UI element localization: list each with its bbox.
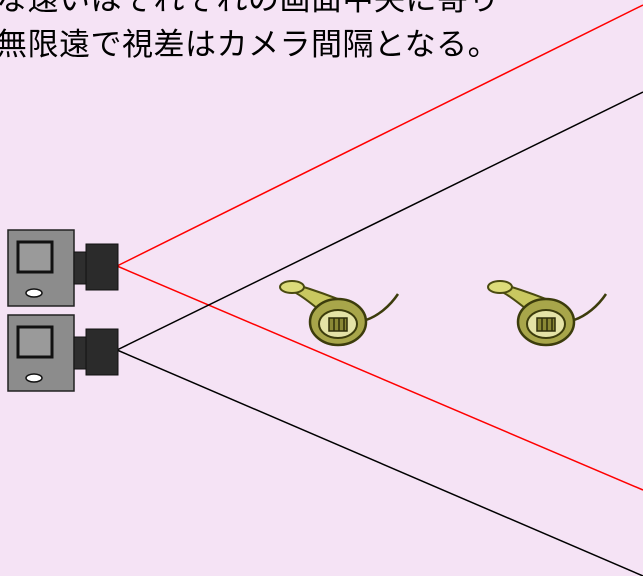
lower-camera-bottom-sightline: [116, 349, 643, 576]
lower-camera-icon: [6, 313, 120, 393]
caption-line-1: な遠いはそれぞれの画面中央に寄り: [0, 0, 500, 18]
upper-camera-bottom-sightline: [116, 265, 643, 491]
french-horn-icon-right: [486, 279, 608, 347]
lower-camera-top-sightline: [116, 91, 643, 351]
french-horn-icon-left: [278, 279, 400, 347]
caption-line-2: 無限遠で視差はカメラ間隔となる。: [0, 27, 500, 63]
upper-camera-icon: [6, 228, 120, 308]
upper-camera-top-sightline: [116, 4, 643, 267]
